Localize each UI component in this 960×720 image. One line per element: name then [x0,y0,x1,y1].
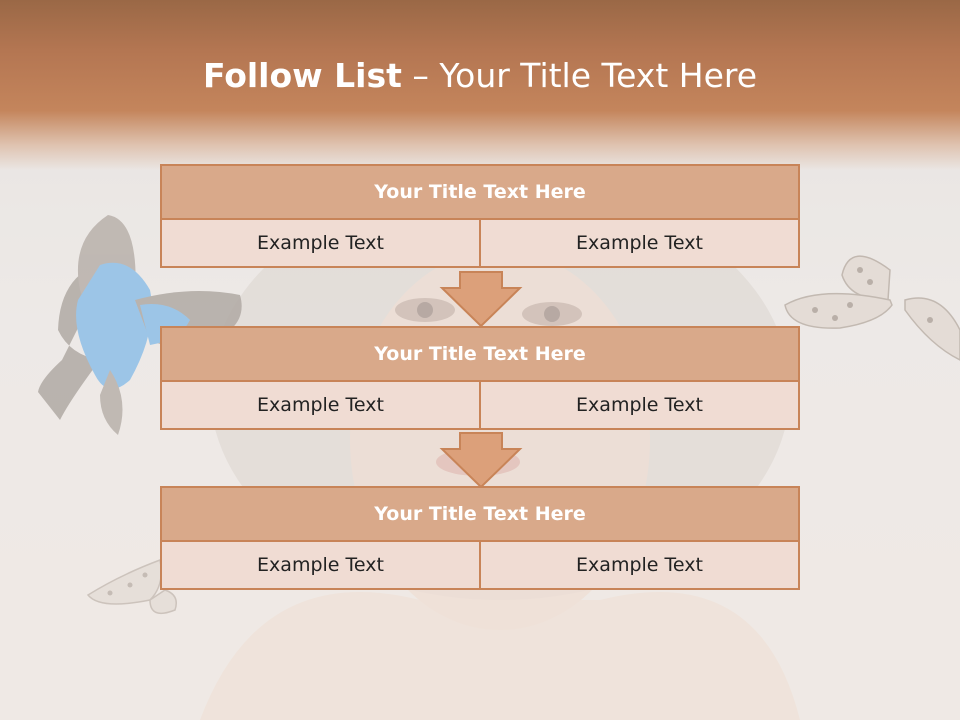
block-cell-left: Example Text [160,380,481,430]
list-block-2: Your Title Text Here Example Text Exampl… [160,326,800,430]
slide-title-bold: Follow List [202,56,402,95]
down-arrow-icon [439,432,523,489]
block-row: Example Text Example Text [160,540,800,590]
spotted-butterfly-icon [784,255,960,361]
list-block-3: Your Title Text Here Example Text Exampl… [160,486,800,590]
list-block-1: Your Title Text Here Example Text Exampl… [160,164,800,268]
slide-title-rest: – Your Title Text Here [401,56,758,95]
block-cell-right: Example Text [479,380,800,430]
slide-title: Follow List – Your Title Text Here [0,56,960,95]
down-arrow-icon [439,271,523,328]
block-title: Your Title Text Here [160,486,800,542]
shoulders-shape [200,592,800,720]
block-cell-left: Example Text [160,218,481,268]
block-title: Your Title Text Here [160,164,800,220]
spotted-butterfly-small-icon [86,558,177,615]
block-cell-right: Example Text [479,540,800,590]
header-band [0,0,960,170]
block-row: Example Text Example Text [160,380,800,430]
block-row: Example Text Example Text [160,218,800,268]
block-cell-right: Example Text [479,218,800,268]
block-cell-left: Example Text [160,540,481,590]
block-title: Your Title Text Here [160,326,800,382]
